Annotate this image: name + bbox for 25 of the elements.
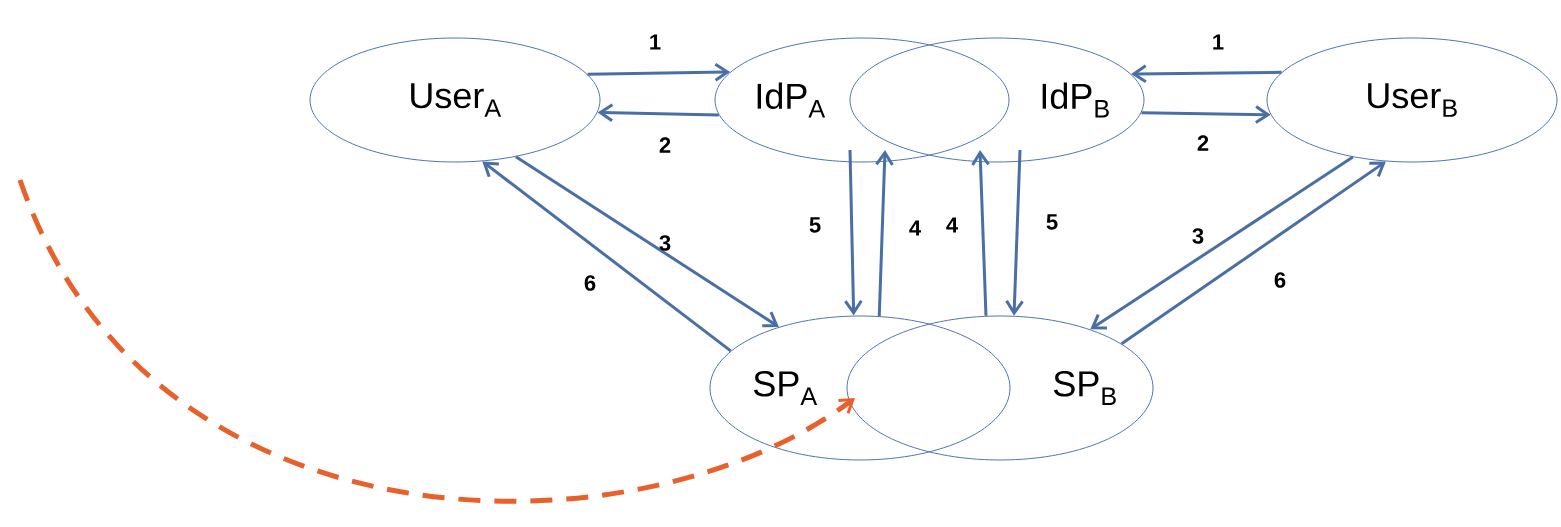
edge-label: 6	[1274, 272, 1286, 288]
edge-label: 3	[1192, 228, 1204, 244]
arrow	[482, 161, 732, 353]
arrow	[844, 149, 863, 316]
edge-label: 5	[809, 217, 821, 233]
edge-label: 2	[659, 137, 671, 153]
edge-label: 3	[659, 235, 671, 251]
dashed-arrow	[17, 178, 855, 504]
arrow	[971, 150, 990, 316]
arrow	[597, 103, 719, 122]
arrow	[515, 155, 779, 328]
edge-label: 6	[584, 275, 596, 291]
arrow	[1131, 64, 1282, 84]
edge-label: 1	[1213, 34, 1224, 50]
edge-label: 1	[650, 34, 661, 50]
arrow	[1141, 105, 1271, 124]
arrow	[587, 62, 731, 82]
edge-label: 2	[1197, 135, 1209, 151]
edge-label: 5	[1046, 214, 1058, 230]
edge-label: 4	[909, 220, 921, 236]
arrow	[875, 150, 894, 317]
edge-label: 4	[946, 217, 958, 233]
arrow	[1005, 149, 1024, 316]
arrow	[1090, 155, 1354, 330]
arrow	[1120, 161, 1386, 345]
